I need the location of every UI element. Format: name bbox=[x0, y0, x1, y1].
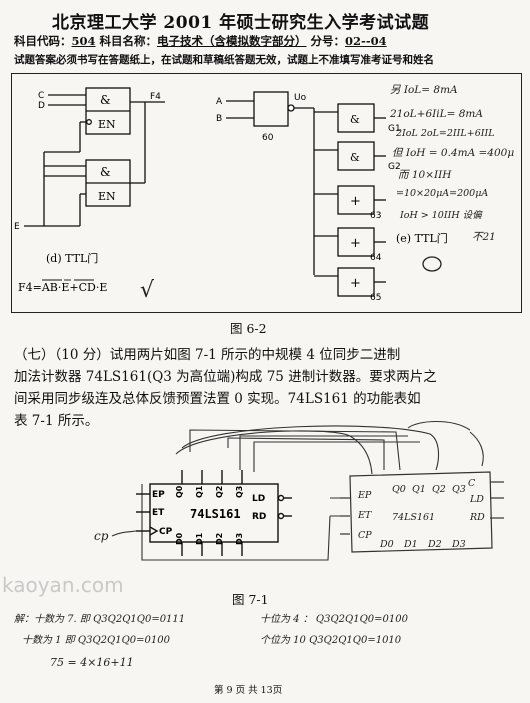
question-7-line-2: 加法计数器 74LS161(Q3 为高位端)构成 75 进制计数器。要求两片之 bbox=[14, 369, 437, 385]
figure-7-1-caption: 图 7-1 bbox=[232, 592, 269, 607]
input-label-a: A bbox=[216, 97, 223, 107]
exam-meta-line: 科目代码：504 科目名称：电子技术（含模拟数字部分） 分号：02--04 bbox=[14, 33, 387, 49]
hw-chip2-c: C bbox=[468, 478, 476, 489]
code-value: 504 bbox=[71, 34, 96, 48]
hw-chip2-d0: D0 bbox=[379, 539, 394, 550]
question-7-line-4: 表 7-1 所示。 bbox=[14, 413, 99, 429]
gate-g1-symbol: & bbox=[350, 113, 360, 126]
gate-number-64: 64 bbox=[370, 253, 382, 263]
hw-chip2-name: 74LS161 bbox=[392, 512, 435, 523]
hw-solution-2: 十位为 4 ： Q3Q2Q1Q0=0100 bbox=[260, 613, 409, 625]
hw-chip2-q2: Q2 bbox=[432, 484, 446, 495]
question-7-line-3: 间采用同步级连及总体反馈预置法置 0 实现。74LS161 的功能表如 bbox=[14, 391, 421, 407]
output-label-f4: F4 bbox=[150, 92, 161, 102]
watermark: kaoyan.com bbox=[2, 573, 124, 597]
input-label-b: B bbox=[216, 114, 222, 124]
gate-g4-symbol: + bbox=[350, 236, 361, 251]
figure-6-2-caption: 图 6-2 bbox=[230, 321, 267, 336]
hw-line-5: 而 10×IIH bbox=[398, 169, 452, 181]
pin-q3: Q3 bbox=[235, 486, 244, 498]
hw-solution-1: 解：十数为 7. 即 Q3Q2Q1Q0=0111 bbox=[14, 613, 185, 625]
hw-solution-5: 75 = 4×16+11 bbox=[50, 656, 134, 669]
hw-solution-3: 十数为 1 即 Q3Q2Q1Q0=0100 bbox=[22, 634, 171, 646]
pin-d3: D3 bbox=[235, 533, 244, 545]
hw-chip2-ld: LD bbox=[469, 494, 484, 505]
hw-chip2-d3: D3 bbox=[451, 539, 466, 550]
left-gate-caption: (d) TTL门 bbox=[46, 251, 98, 265]
hw-line-6: =10×20μA=200μA bbox=[396, 188, 488, 199]
gate-g5-symbol: + bbox=[350, 276, 361, 291]
pin-ep: EP bbox=[152, 490, 165, 500]
hw-line-1: 另 IoL= 8mA bbox=[390, 84, 458, 96]
pin-q2: Q2 bbox=[215, 486, 224, 498]
gate-symbol-bottom: & bbox=[100, 165, 111, 179]
number-value: 02--04 bbox=[345, 34, 387, 48]
code-label: 科目代码： bbox=[14, 34, 72, 48]
right-gate-caption: (e) TTL门 bbox=[396, 231, 448, 245]
gate-symbol-top: & bbox=[100, 93, 111, 107]
gate-g2-symbol: & bbox=[350, 151, 360, 164]
subject-value: 电子技术（含模拟数字部分） bbox=[157, 34, 307, 48]
pin-d2: D2 bbox=[215, 533, 224, 545]
hw-line-7: IoH > 10IIH 设偏 bbox=[399, 209, 483, 221]
hw-chip2-q1: Q1 bbox=[412, 484, 426, 495]
gate-g3-symbol: + bbox=[350, 194, 361, 209]
hw-line-4: 但 IoH = 0.4mA =400μ bbox=[392, 147, 514, 159]
gate-number-65: 65 bbox=[370, 293, 381, 303]
pin-d1: D1 bbox=[195, 532, 204, 545]
check-mark: √ bbox=[140, 278, 155, 303]
hw-scribble bbox=[422, 256, 442, 272]
enable-label-top: EN bbox=[98, 118, 116, 131]
pin-ld: LD bbox=[252, 494, 265, 504]
hw-line-2: 21oL+6IiL= 8mA bbox=[389, 108, 483, 120]
gate-number-g1: G1 bbox=[388, 124, 401, 134]
exam-notice: 试题答案必须书写在答题纸上，在试题和草稿纸答题无效，试题上不准填写准考证号和姓名 bbox=[14, 54, 434, 66]
hw-chip2-d1: D1 bbox=[403, 539, 418, 550]
hw-chip2-rd: RD bbox=[469, 512, 485, 523]
pin-rd: RD bbox=[252, 512, 266, 522]
pin-q0: Q0 bbox=[175, 485, 184, 498]
hw-solution-4: 个位为 10 Q3Q2Q1Q0=1010 bbox=[260, 634, 402, 646]
exam-title: 北京理工大学 2001 年硕士研究生入学考试试题 bbox=[52, 13, 430, 33]
pin-et: ET bbox=[152, 508, 165, 518]
input-label-c: C bbox=[38, 91, 44, 101]
chip-74ls161-2-sketch bbox=[349, 471, 493, 553]
gate-number-g2: G2 bbox=[388, 162, 401, 172]
number-label: 分号： bbox=[310, 34, 346, 48]
subject-label: 科目名称： bbox=[99, 34, 158, 48]
page-footer: 第 9 页 共 13页 bbox=[214, 685, 283, 696]
pin-d0: D0 bbox=[175, 532, 184, 545]
hw-line-8: 不21 bbox=[472, 231, 496, 243]
hw-chip2-d2: D2 bbox=[427, 539, 442, 550]
input-label-e: E bbox=[14, 222, 20, 232]
hw-chip2-ep: EP bbox=[357, 490, 372, 501]
gate-number-63: 63 bbox=[370, 211, 381, 221]
chip-74ls161-1 bbox=[149, 483, 279, 543]
f4-formula: F4=AB·E+CD·E bbox=[18, 281, 107, 294]
hw-chip2-q3: Q3 bbox=[452, 484, 466, 495]
pin-q1: Q1 bbox=[195, 485, 204, 498]
pin-cp: CP bbox=[159, 527, 173, 537]
gate-60-number: 60 bbox=[262, 133, 274, 143]
hw-line-3: 2IoL 2oL=2IIL+6IIL bbox=[395, 128, 495, 139]
output-label-uo: Uo bbox=[294, 93, 307, 103]
enable-label-bottom: EN bbox=[98, 190, 116, 203]
hw-chip2-et: ET bbox=[357, 510, 372, 521]
question-7-line-1: （七）（10 分）试用两片如图 7-1 所示的中规模 4 位同步二进制 bbox=[14, 347, 401, 363]
hw-chip2-q0: Q0 bbox=[392, 484, 406, 495]
cp-label: cp bbox=[94, 529, 109, 543]
hw-chip2-cp: CP bbox=[358, 530, 372, 541]
chip-name: 74LS161 bbox=[190, 507, 241, 521]
figure-6-2-frame bbox=[11, 73, 522, 313]
input-label-d: D bbox=[38, 101, 45, 111]
